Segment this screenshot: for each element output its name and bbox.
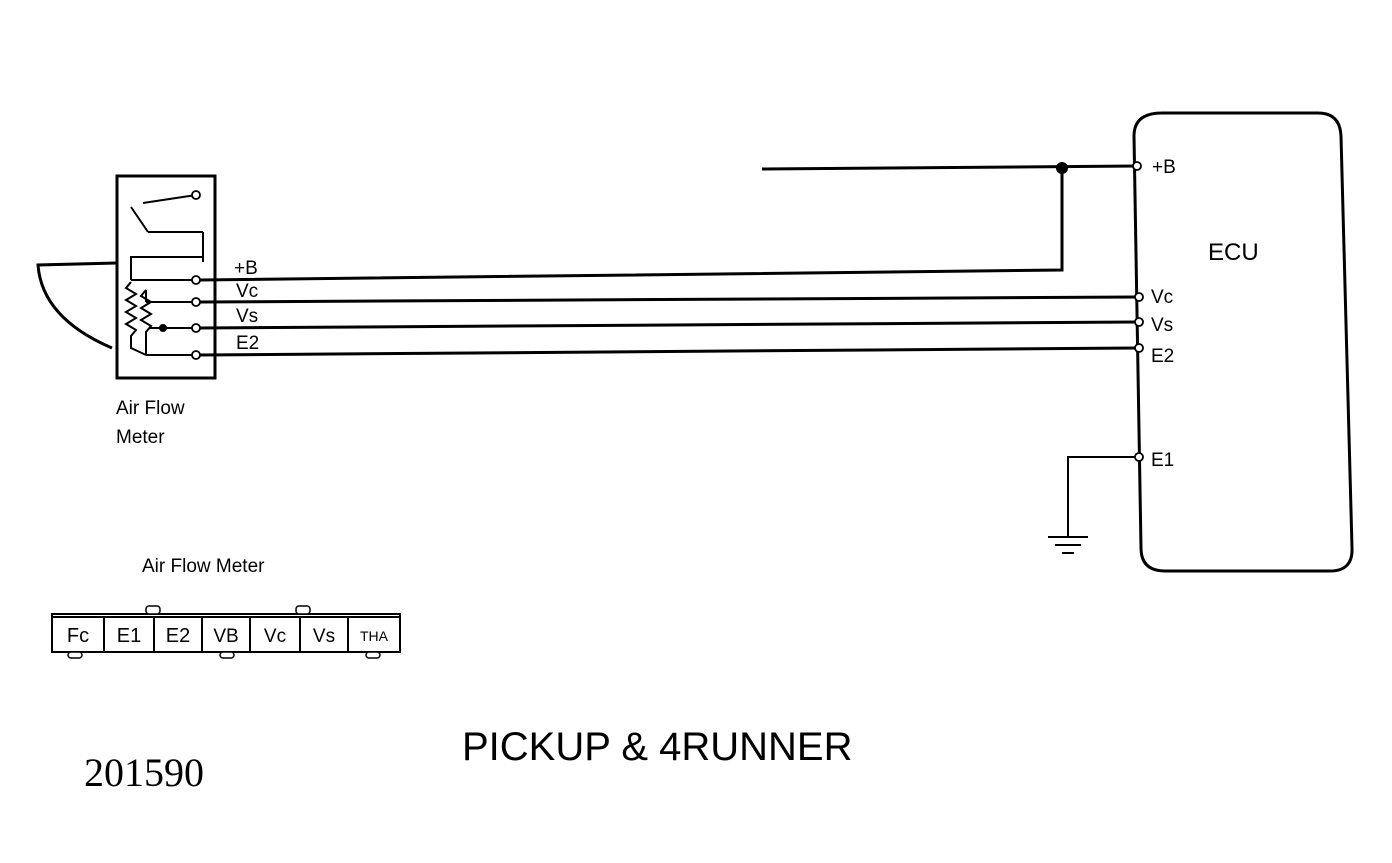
afm-label-line2: Meter <box>116 427 165 448</box>
ecu-pin-label-e2: E2 <box>1151 346 1174 367</box>
afm-terminal-vc <box>191 297 201 307</box>
ecu-terminal-b <box>1132 161 1142 171</box>
afm-label-line1: Air Flow <box>116 398 185 419</box>
wire-harness <box>199 162 1138 554</box>
afm-switch-blade <box>130 206 149 233</box>
ecu-pin-label-e1: E1 <box>1151 450 1174 471</box>
ecu-pin-label-vc: Vc <box>1151 287 1173 308</box>
ecu-box <box>1132 111 1354 573</box>
ecu-pin-label-vs: Vs <box>1151 315 1173 336</box>
connector-tab-top-2 <box>295 605 311 615</box>
wire-vs <box>199 320 1138 330</box>
afm-switch-terminal-top <box>191 190 201 200</box>
afm-terminal-e2 <box>191 350 201 360</box>
afm-pin-label-b: +B <box>234 258 258 279</box>
connector-tab-bottom-3 <box>365 651 381 659</box>
connector-tab-bottom-1 <box>67 651 83 659</box>
ecu-terminal-e1 <box>1134 452 1144 462</box>
afm-housing <box>115 174 217 380</box>
afm-terminal-b <box>191 275 201 285</box>
connector-tab-bottom-2 <box>219 651 235 659</box>
ecu-pin-label-b: +B <box>1152 157 1176 178</box>
wire-vc <box>199 295 1138 304</box>
afm-pin-label-vs: Vs <box>236 306 258 327</box>
connector-pin-label: Vs <box>313 626 335 647</box>
air-flow-meter: +B Vc Vs E2 Air Flow Meter <box>36 174 259 448</box>
afm-terminal-vs <box>191 323 201 333</box>
connector-pin-label: E1 <box>117 625 141 647</box>
document-number: 201590 <box>84 750 204 795</box>
afm-pin-label-e2: E2 <box>236 333 259 354</box>
ecu-terminal-vs <box>1134 317 1144 327</box>
afm-pin-label-vc: Vc <box>236 281 258 302</box>
connector-title: Air Flow Meter <box>142 556 265 577</box>
afm-intake-horn <box>36 261 118 350</box>
afm-switch-arm <box>142 194 197 204</box>
connector-pin-label: THA <box>360 628 389 644</box>
afm-resistor-left <box>124 281 147 356</box>
connector-tab-top-1 <box>145 605 161 615</box>
wire-e2 <box>199 346 1138 357</box>
ecu-terminals: +B Vc Vs E2 E1 <box>1132 157 1176 471</box>
connector-pin-label: Fc <box>67 625 89 647</box>
afm-resistor-right <box>139 289 153 355</box>
wire-supply-b <box>761 164 1138 171</box>
wire-b <box>199 168 1064 282</box>
diagram-caption: PICKUP & 4RUNNER <box>462 725 852 769</box>
ecu-terminal-vc <box>1134 292 1144 302</box>
connector-pin-label: VB <box>213 626 238 647</box>
connector-pin-label: E2 <box>166 625 190 647</box>
ecu-terminal-e2 <box>1134 343 1144 353</box>
afm-junction-vs <box>159 324 167 332</box>
ecu-unit: ECU <box>1132 111 1354 573</box>
wire-e1-ground <box>1067 456 1137 536</box>
ecu-title: ECU <box>1208 239 1259 266</box>
afm-connector: Air Flow Meter Fc E1 E2 VB Vc Vs THA <box>51 556 401 659</box>
connector-pin-label: Vc <box>264 626 286 647</box>
afm-internal-frame <box>130 256 203 280</box>
connector-body <box>51 613 401 653</box>
